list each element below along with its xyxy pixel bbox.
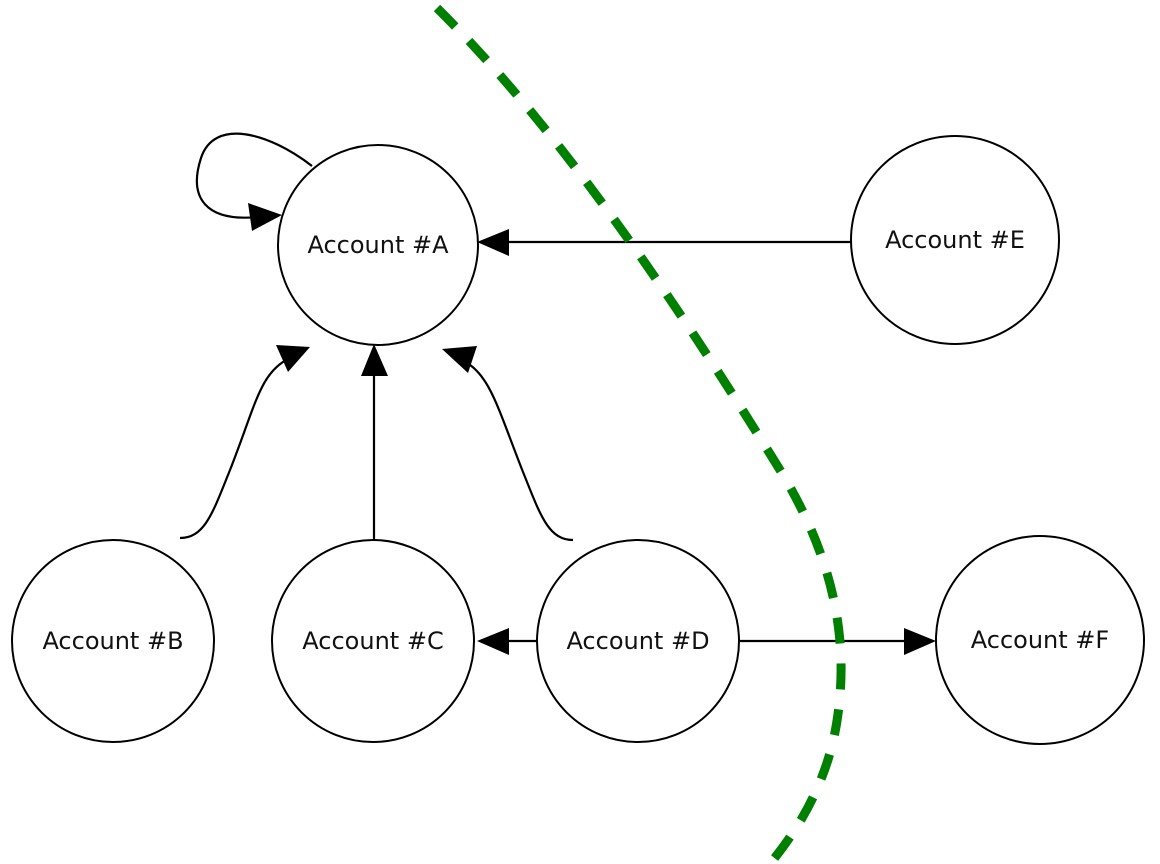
node-account-c[interactable]: Account #C	[271, 539, 475, 743]
edge-b-to-a-path	[179, 357, 291, 540]
node-account-e[interactable]: Account #E	[850, 135, 1060, 345]
node-account-a-circle	[277, 144, 479, 346]
edge-d-to-c-arrowhead	[477, 628, 509, 655]
edge-c-to-a[interactable]	[361, 344, 388, 540]
node-account-f-circle	[935, 535, 1145, 745]
node-account-a[interactable]: Account #A	[277, 144, 479, 346]
trust-boundary-path	[433, 4, 846, 863]
edge-d-to-a-arrowhead	[442, 346, 477, 373]
node-account-d-circle	[536, 539, 740, 743]
edge-e-to-a[interactable]	[477, 229, 851, 256]
node-account-c-circle	[271, 539, 475, 743]
edge-d-to-c[interactable]	[477, 628, 537, 655]
edge-a-to-a-path	[195, 132, 313, 219]
edge-a-to-a-arrowhead	[248, 203, 282, 231]
edge-e-to-a-arrowhead	[477, 229, 509, 256]
node-account-f[interactable]: Account #F	[935, 535, 1145, 745]
edge-b-to-a-arrowhead	[276, 345, 310, 372]
node-layer: Account #A Account #B Account #C Account…	[11, 135, 1145, 745]
node-account-b-circle	[11, 539, 215, 743]
node-account-b[interactable]: Account #B	[11, 539, 215, 743]
edge-d-to-a-path	[461, 359, 574, 542]
edge-c-to-a-arrowhead	[361, 344, 388, 376]
edge-d-to-f[interactable]	[740, 628, 936, 655]
edge-a-to-a[interactable]	[195, 132, 313, 231]
trust-boundary	[433, 4, 846, 863]
edge-d-to-f-arrowhead	[904, 628, 936, 655]
node-account-e-circle	[850, 135, 1060, 345]
edge-b-to-a[interactable]	[179, 345, 310, 540]
edge-layer	[179, 132, 936, 655]
edge-d-to-a[interactable]	[442, 346, 574, 542]
node-account-d[interactable]: Account #D	[536, 539, 740, 743]
